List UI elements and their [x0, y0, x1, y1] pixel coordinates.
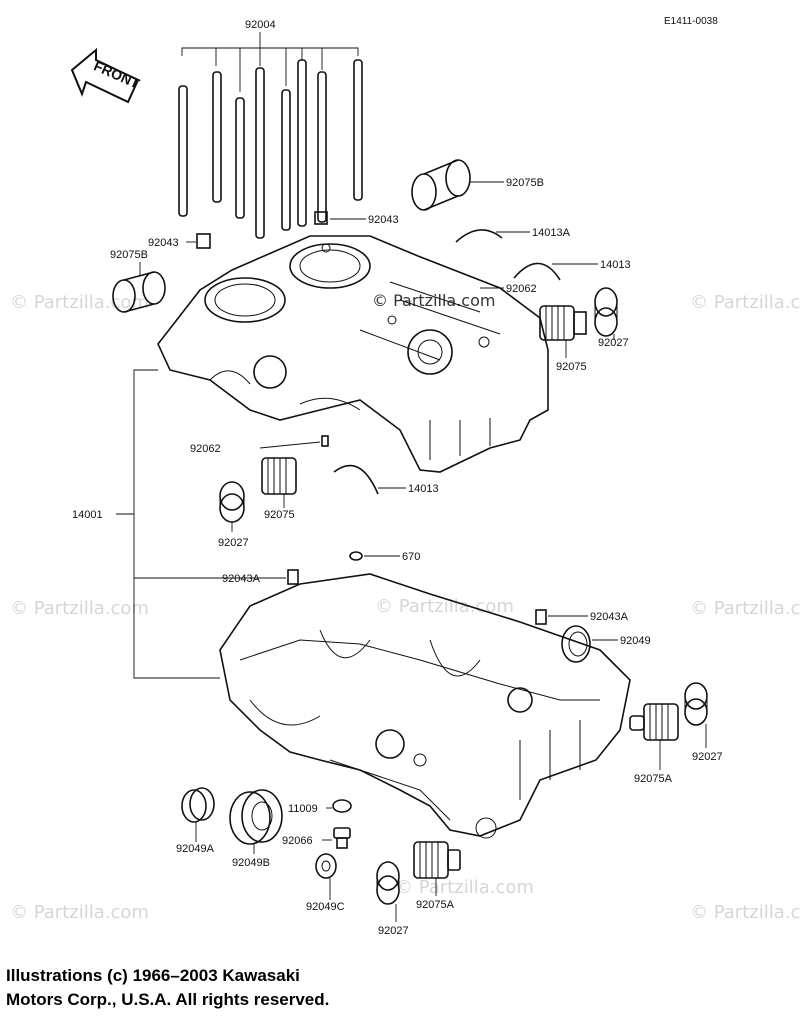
label-92066: 92066 [282, 835, 313, 847]
bearing-shell-14013-top [513, 262, 561, 281]
needle-bearing-92075a-bottom [413, 841, 461, 879]
lower-crankcase [219, 573, 631, 839]
watermark: © Partzilla.com [690, 292, 800, 313]
watermark: © Partzilla.com [375, 596, 514, 617]
copyright-line-2: Motors Corp., U.S.A. All rights reserved… [6, 990, 330, 1009]
needle-bearing-92075-mid [261, 457, 297, 495]
label-92043-top: 92043 [368, 214, 399, 226]
label-92004: 92004 [245, 19, 276, 31]
watermark: © Partzilla.com [10, 902, 149, 923]
crankcase-exploded-diagram: © Partzilla.com © Partzilla.com © Partzi… [10, 16, 800, 937]
label-92043-left: 92043 [148, 237, 179, 249]
bushing-92027-mid [219, 481, 245, 523]
front-arrow: FRONT [70, 47, 142, 104]
label-92049c: 92049C [306, 901, 345, 913]
needle-bearing-92075-right [539, 305, 587, 341]
bearing-shell-14013-mid [333, 464, 379, 495]
label-92049a: 92049A [176, 843, 215, 855]
upper-crankcase [157, 235, 549, 473]
bushing-92027-right-lower [684, 682, 708, 726]
label-92075-mid: 92075 [264, 509, 295, 521]
label-92075a-bottom: 92075A [416, 899, 455, 911]
bushing-92027-bottom [376, 861, 400, 905]
dowel-pin-92043-left [196, 233, 211, 249]
watermark: © Partzilla.com [10, 292, 149, 313]
label-14013a: 14013A [532, 227, 571, 239]
studs [178, 32, 363, 239]
oil-seal-92049 [561, 625, 591, 663]
bearing-shell-14013a [455, 229, 503, 243]
label-92075a-right: 92075A [634, 773, 673, 785]
copyright-notice: Illustrations (c) 1966–2003 Kawasaki Mot… [6, 964, 796, 1012]
label-92075-right: 92075 [556, 361, 587, 373]
pin-92062-mid [321, 435, 329, 447]
bracket-14001 [133, 369, 220, 679]
label-92049b: 92049B [232, 857, 270, 869]
label-92062-mid: 92062 [190, 443, 221, 455]
label-14013-top: 14013 [600, 259, 631, 271]
copyright-line-1: Illustrations (c) 1966–2003 Kawasaki [6, 966, 300, 985]
bushing-92027-right [594, 287, 618, 337]
label-92027-bottom: 92027 [378, 925, 409, 937]
watermark: © Partzilla.com [690, 598, 800, 619]
label-14013-mid: 14013 [408, 483, 439, 495]
dowel-92043a-left [287, 569, 299, 585]
label-92049: 92049 [620, 635, 651, 647]
label-92027-mid: 92027 [218, 537, 249, 549]
label-11009: 11009 [288, 803, 318, 815]
label-92075b-top: 92075B [506, 177, 544, 189]
label-670: 670 [402, 551, 420, 563]
oil-seal-92049a [181, 787, 215, 823]
label-92062-top: 92062 [506, 283, 537, 295]
oil-seal-92049b [229, 789, 283, 845]
watermark: © Partzilla.com [690, 902, 800, 923]
label-92043a-right: 92043A [590, 611, 629, 623]
needle-bearing-92075a-right [629, 703, 679, 741]
watermark-center: © Partzilla.com [372, 291, 495, 310]
label-92027-right-lower: 92027 [692, 751, 723, 763]
dowel-pin-92043-top [314, 211, 328, 225]
watermark: © Partzilla.com [10, 598, 149, 619]
bushing-92075b-top [411, 159, 471, 211]
diagram-code: E1411-0038 [664, 16, 718, 27]
bushing-92075b-left [112, 271, 166, 313]
watermarks: © Partzilla.com © Partzilla.com © Partzi… [10, 291, 800, 923]
oil-seal-92049c [315, 853, 337, 879]
gasket-11009 [332, 799, 352, 813]
watermark: © Partzilla.com [395, 877, 534, 898]
drain-plug-92066 [333, 827, 351, 849]
dowel-92043a-right [535, 609, 547, 625]
label-92043a-left: 92043A [222, 573, 261, 585]
label-92027-right: 92027 [598, 337, 629, 349]
label-14001: 14001 [72, 509, 103, 521]
label-92075b-left: 92075B [110, 249, 148, 261]
washer-670 [349, 551, 363, 561]
